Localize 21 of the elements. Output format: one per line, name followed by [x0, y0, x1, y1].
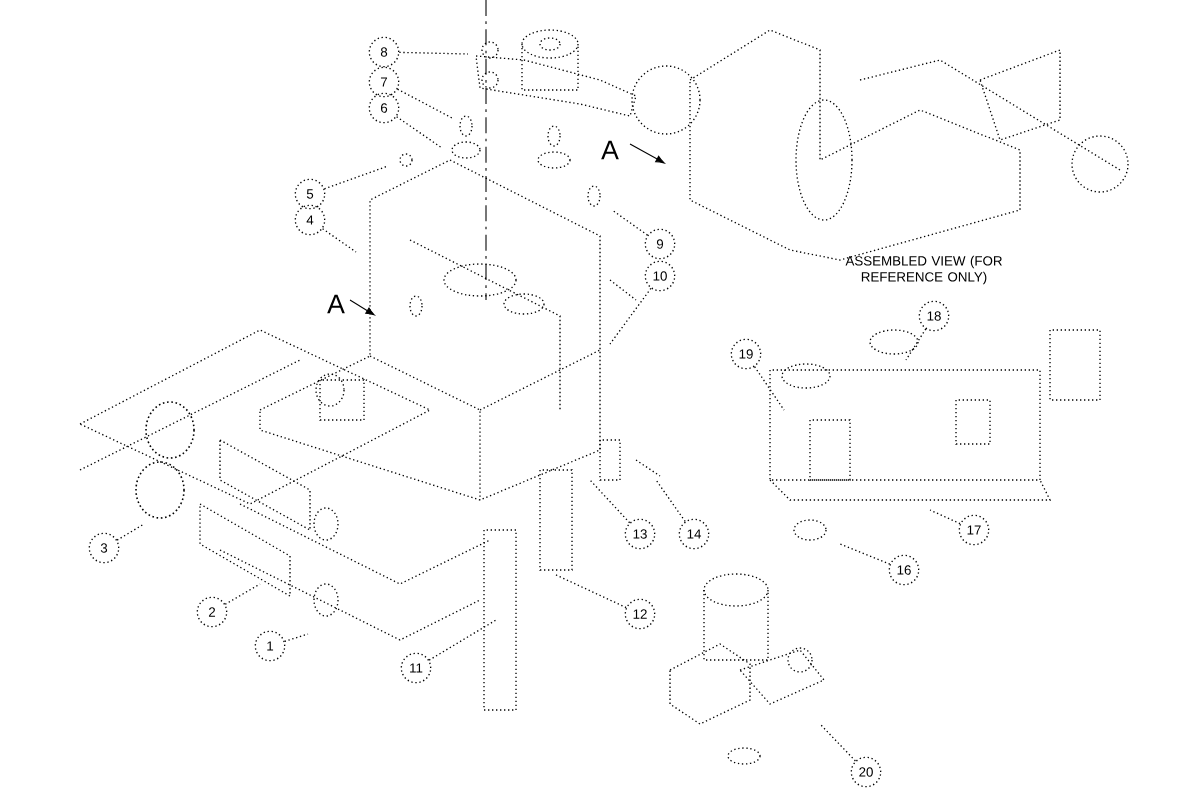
leader-line	[839, 543, 891, 565]
leader-line	[819, 723, 857, 762]
leader-line	[609, 287, 652, 345]
leader-line	[655, 479, 686, 523]
leader-line	[398, 51, 469, 55]
leader-line	[753, 366, 785, 411]
leader-line	[929, 509, 961, 525]
leader-line	[905, 328, 927, 361]
leader-line	[395, 116, 443, 149]
leader-line	[428, 619, 497, 661]
leader-line	[323, 165, 389, 190]
leader-line	[116, 523, 145, 541]
leader-line	[611, 209, 649, 236]
leader-line	[589, 479, 631, 524]
section-letter: A	[601, 140, 619, 160]
section-letter: A	[327, 294, 345, 314]
leader-line	[321, 228, 357, 253]
leader-line	[396, 88, 453, 119]
leader-line	[224, 583, 261, 605]
leader-line	[553, 573, 627, 609]
leader-line	[283, 633, 309, 643]
